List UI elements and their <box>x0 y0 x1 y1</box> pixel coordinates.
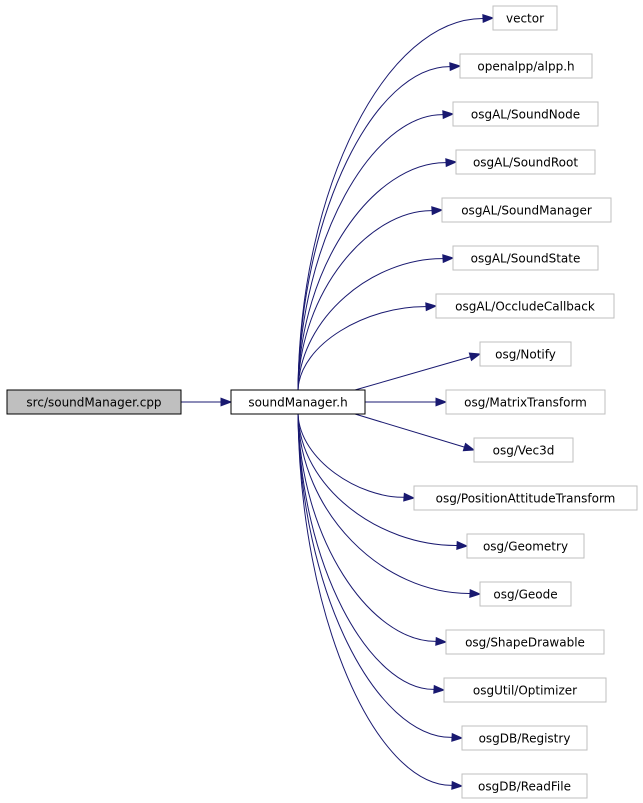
include-node-osg-vec3d[interactable]: osg/Vec3d <box>473 437 574 463</box>
include-label: osg/Geometry <box>483 540 568 554</box>
include-box <box>452 245 599 271</box>
edge-arrowhead-osgal-soundmanager <box>431 206 444 216</box>
edge-osg-positionattitudetransform <box>297 413 405 498</box>
include-box <box>479 581 572 607</box>
include-node-osgal-occludecallback[interactable]: osgAL/OccludeCallback <box>435 293 615 319</box>
include-box <box>445 629 605 655</box>
header-file-node[interactable]: soundManager.h <box>230 389 366 415</box>
include-box <box>435 293 615 319</box>
edge-osg-vec3d <box>354 413 465 448</box>
edge-arrowhead-osg-positionattitudetransform <box>403 492 416 502</box>
include-node-osgdb-registry[interactable]: osgDB/Registry <box>461 725 588 751</box>
include-node-osgdb-readfile[interactable]: osgDB/ReadFile <box>461 773 588 799</box>
include-label: osgAL/SoundRoot <box>473 156 578 170</box>
include-box <box>441 197 612 223</box>
edge-vector <box>297 17 484 391</box>
source-file-box <box>6 389 182 415</box>
edge-arrowhead-osg-geode <box>469 588 482 598</box>
edge-arrowhead-vector <box>482 13 495 24</box>
include-box <box>492 5 558 31</box>
header-file-label: soundManager.h <box>248 396 347 410</box>
include-node-osgal-soundstate[interactable]: osgAL/SoundState <box>452 245 599 271</box>
include-box <box>445 389 606 415</box>
edge-osgal-soundstate <box>297 258 444 391</box>
include-node-osg-shapedrawable[interactable]: osg/ShapeDrawable <box>445 629 605 655</box>
include-node-openalpp-alpp-h[interactable]: openalpp/alpp.h <box>459 53 593 79</box>
edge-arrowhead-openalpp-alpp-h <box>449 62 462 72</box>
edge-osgal-soundnode <box>297 114 444 391</box>
edge-osg-notify <box>354 356 471 391</box>
edge-arrowhead-osgal-soundroot <box>445 158 458 168</box>
edge-arrowhead-source-header <box>220 397 233 407</box>
edge-arrowhead-osgdb-registry <box>451 732 464 742</box>
include-box <box>452 101 599 127</box>
edge-arrowhead-osg-geometry <box>456 540 469 550</box>
edge-osgal-occludecallback <box>297 306 427 391</box>
include-label: osgAL/SoundNode <box>471 108 580 122</box>
include-node-vector[interactable]: vector <box>492 5 558 31</box>
edge-osgal-soundmanager <box>297 210 433 391</box>
edge-arrowhead-osgdb-readfile <box>451 780 464 790</box>
include-label: osg/MatrixTransform <box>464 396 587 410</box>
include-label: osg/Geode <box>493 588 557 602</box>
include-label: vector <box>506 12 544 26</box>
edge-arrowhead-osg-notify <box>468 352 482 362</box>
include-label: osg/Notify <box>495 348 556 362</box>
include-box <box>455 149 596 175</box>
include-label: osg/ShapeDrawable <box>465 636 585 650</box>
include-label: osgDB/ReadFile <box>478 780 571 794</box>
edge-arrowhead-osg-vec3d <box>462 442 476 452</box>
nodes-layer: src/soundManager.cpp soundManager.h vect… <box>6 5 638 799</box>
edge-arrowhead-osgal-soundstate <box>442 254 455 264</box>
include-box <box>461 773 588 799</box>
include-node-osg-matrixtransform[interactable]: osg/MatrixTransform <box>445 389 606 415</box>
include-box <box>459 53 593 79</box>
include-node-osgal-soundroot[interactable]: osgAL/SoundRoot <box>455 149 596 175</box>
edge-osg-geometry <box>297 413 458 546</box>
include-box <box>479 341 572 367</box>
include-node-osgal-soundmanager[interactable]: osgAL/SoundManager <box>441 197 612 223</box>
edge-openalpp-alpp-h <box>297 66 451 391</box>
include-label: osgAL/SoundManager <box>461 204 592 218</box>
edge-osgal-soundroot <box>297 162 447 391</box>
include-label: openalpp/alpp.h <box>477 60 574 74</box>
edge-osgdb-readfile <box>297 413 453 786</box>
edge-osgutil-optimizer <box>297 413 435 690</box>
edge-arrowhead-osg-shapedrawable <box>435 636 448 646</box>
edge-arrowhead-osgutil-optimizer <box>433 684 446 694</box>
header-file-box <box>230 389 366 415</box>
include-node-osg-notify[interactable]: osg/Notify <box>479 341 572 367</box>
include-node-osg-geometry[interactable]: osg/Geometry <box>466 533 585 559</box>
edge-osg-geode <box>297 413 471 594</box>
edge-arrowhead-osg-matrixtransform <box>435 397 448 407</box>
edge-osg-shapedrawable <box>297 413 437 642</box>
include-box <box>413 485 638 511</box>
source-file-label: src/soundManager.cpp <box>26 396 161 410</box>
include-label: osg/Vec3d <box>493 444 555 458</box>
include-node-osg-positionattitudetransform[interactable]: osg/PositionAttitudeTransform <box>413 485 638 511</box>
include-box <box>473 437 574 463</box>
include-label: osgAL/SoundState <box>471 252 581 266</box>
include-label: osgDB/Registry <box>479 732 571 746</box>
include-node-osgutil-optimizer[interactable]: osgUtil/Optimizer <box>443 677 607 703</box>
include-box <box>443 677 607 703</box>
include-node-osg-geode[interactable]: osg/Geode <box>479 581 572 607</box>
include-node-osgal-soundnode[interactable]: osgAL/SoundNode <box>452 101 599 127</box>
include-label: osg/PositionAttitudeTransform <box>436 492 616 506</box>
edge-osgdb-registry <box>297 413 453 738</box>
include-box <box>466 533 585 559</box>
include-box <box>461 725 588 751</box>
source-file-node[interactable]: src/soundManager.cpp <box>6 389 182 415</box>
edges-layer <box>181 13 495 790</box>
include-label: osgAL/OccludeCallback <box>455 300 595 314</box>
edge-arrowhead-osgal-occludecallback <box>425 302 438 312</box>
include-label: osgUtil/Optimizer <box>473 684 577 698</box>
edge-arrowhead-osgal-soundnode <box>442 110 455 120</box>
